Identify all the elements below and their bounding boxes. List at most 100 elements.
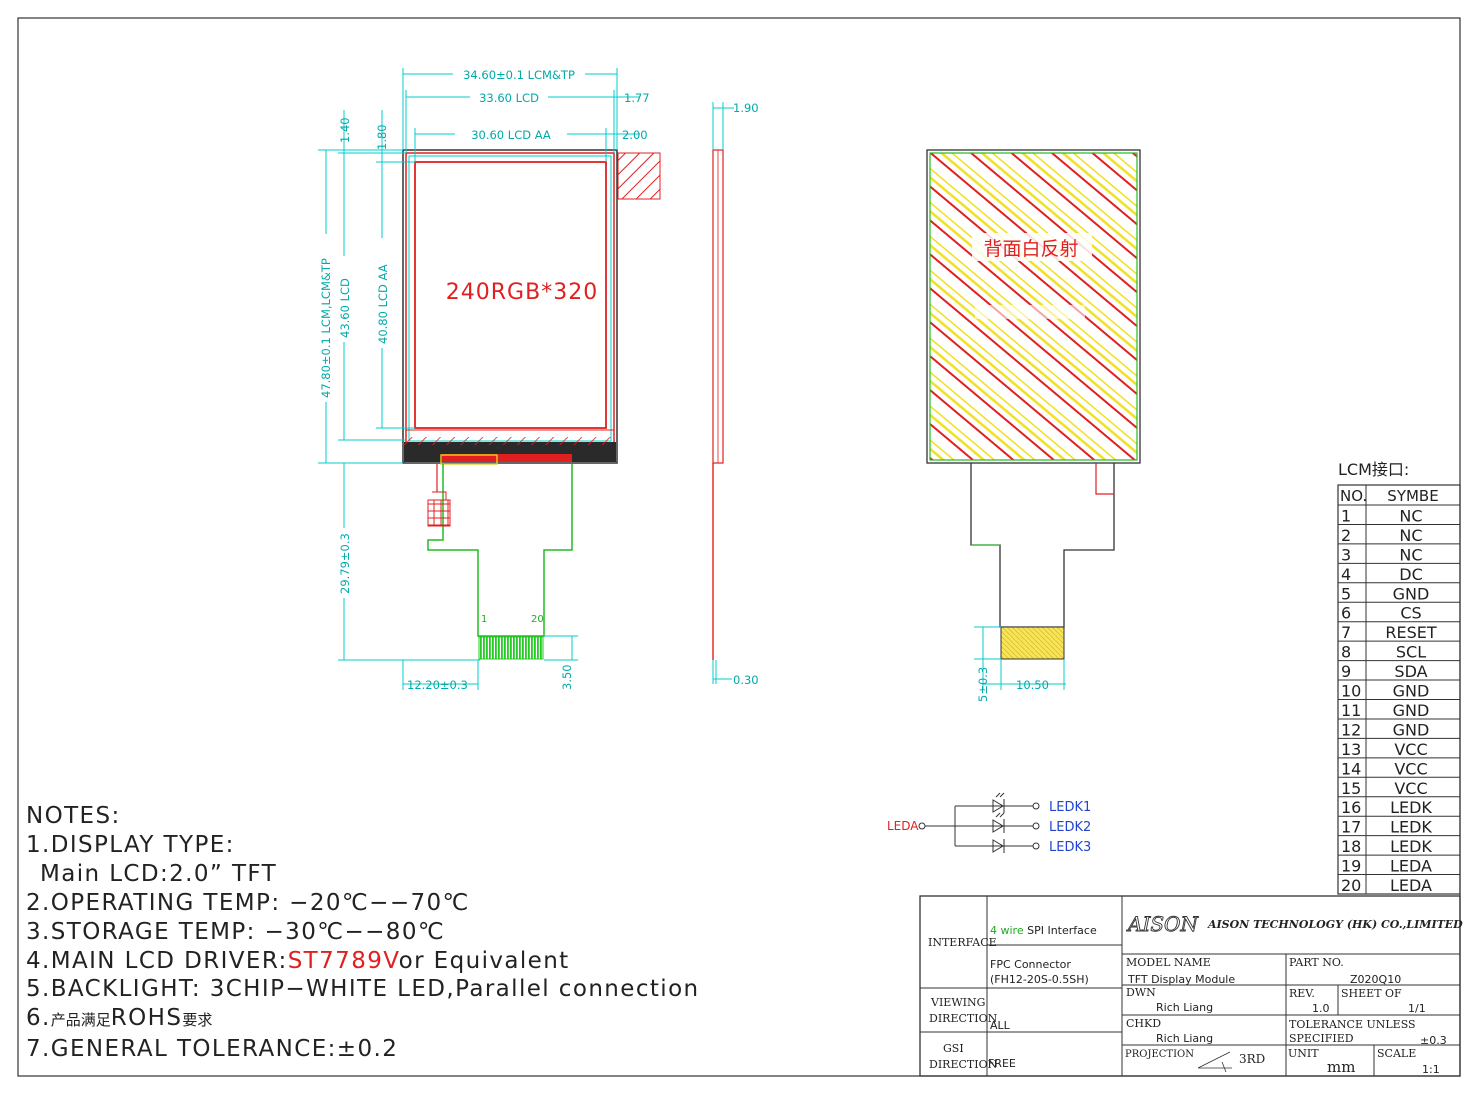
projection-value: 3RD — [1239, 1052, 1265, 1066]
scale-value: 1:1 — [1422, 1063, 1440, 1076]
pin-number: 15 — [1341, 779, 1361, 798]
pin-symbol: LEDK — [1390, 818, 1432, 837]
connector-line-2: (FH12-20S-0.5SH) — [990, 973, 1089, 986]
company-logo: AISON — [1126, 912, 1199, 936]
viewing-value: ALL — [990, 1019, 1011, 1032]
reflector-label: 背面白反射 — [983, 238, 1078, 260]
back-dim-gold: 5±0.3 — [976, 667, 990, 702]
pin-table-header-symbol: SYMBE — [1387, 487, 1438, 505]
pin-number: 10 — [1341, 682, 1361, 701]
pin-symbol: LEDA — [1390, 876, 1432, 895]
note-display-type: 1.DISPLAY TYPE: — [26, 831, 235, 858]
dim-width-lcm-tp: 34.60±0.1 LCM&TP — [463, 68, 575, 82]
gsi-value: FREE — [988, 1057, 1016, 1070]
unit-label: UNIT — [1288, 1047, 1319, 1060]
pin-number: 5 — [1341, 584, 1351, 603]
dim-height-lcm-tp: 47.80±0.1 LCM,LCM&TP — [319, 258, 333, 398]
pin-symbol: GND — [1393, 682, 1430, 701]
pin-symbol: VCC — [1394, 779, 1427, 798]
pin-symbol: GND — [1393, 720, 1430, 739]
rev-value: 1.0 — [1312, 1002, 1330, 1015]
bottom-strip-hatch — [404, 437, 616, 445]
pin-number: 14 — [1341, 759, 1361, 778]
top-fpc-tab — [617, 152, 661, 200]
pin-number: 4 — [1341, 565, 1351, 584]
pin-symbol: NC — [1399, 526, 1422, 545]
note-tolerance: 7.GENERAL TOLERANCE:±0.2 — [26, 1036, 399, 1063]
pin-number: 17 — [1341, 818, 1361, 837]
gsi-label-1: GSI — [943, 1042, 964, 1055]
pin-number: 2 — [1341, 526, 1351, 545]
ic-pads — [440, 454, 498, 465]
pin-number: 18 — [1341, 837, 1361, 856]
pin-last-label: 20 — [531, 614, 544, 625]
pin-table-title: LCM接口: — [1338, 460, 1409, 479]
pin-symbol: SCL — [1396, 643, 1426, 662]
dwn-label: DWN — [1126, 986, 1156, 999]
projection-label: PROJECTION — [1125, 1049, 1194, 1060]
dim-top-1: 1.40 — [338, 117, 352, 143]
note-storage-temp: 3.STORAGE TEMP: −30℃−−80℃ — [26, 918, 446, 945]
pin-number: 1 — [1341, 506, 1351, 525]
sheet-label: SHEET OF — [1341, 987, 1402, 1000]
chkd-label: CHKD — [1126, 1017, 1161, 1030]
chkd-value: Rich Liang — [1156, 1032, 1213, 1045]
interface-value: 4 wire SPI Interface — [990, 924, 1097, 937]
dim-width-aa: 30.60 LCD AA — [471, 128, 551, 142]
pin-symbol: SDA — [1394, 662, 1427, 681]
pin-number: 9 — [1341, 662, 1351, 681]
pin-first-label: 1 — [481, 614, 487, 625]
top-dimensions — [402, 68, 640, 162]
pin-symbol: VCC — [1394, 740, 1427, 759]
pin-number: 6 — [1341, 604, 1351, 623]
unit-value: mm — [1327, 1058, 1355, 1076]
notes-title: NOTES: — [26, 803, 121, 829]
viewing-label-1: VIEWING — [930, 996, 985, 1009]
led-anode-label: LEDA — [887, 819, 919, 833]
pin-symbol: LEDK — [1390, 837, 1432, 856]
notes-block: NOTES: 1.DISPLAY TYPE: Main LCD:2.0” TFT… — [26, 802, 700, 1064]
side-dim-top: 1.90 — [733, 101, 759, 115]
pin-number: 13 — [1341, 740, 1361, 759]
dim-height-lcd: 43.60 LCD — [338, 278, 352, 338]
note-backlight: 5.BACKLIGHT: 3CHIP−WHITE LED,Parallel co… — [26, 976, 700, 1003]
title-block — [919, 895, 1461, 1077]
pin-symbol: CS — [1400, 604, 1421, 623]
sheet-value: 1/1 — [1408, 1002, 1426, 1015]
pin-symbol: GND — [1393, 584, 1430, 603]
tolerance-label-1: TOLERANCE UNLESS — [1289, 1018, 1416, 1031]
scale-label: SCALE — [1377, 1047, 1416, 1060]
pin-table-header-no: NO. — [1340, 487, 1367, 505]
note-operating-temp: 2.OPERATING TEMP: −20℃−−70℃ — [26, 889, 470, 916]
pin-symbol: DC — [1399, 565, 1423, 584]
dim-right-offset-1: 1.77 — [624, 91, 650, 105]
resolution-label: 240RGB*320 — [446, 280, 598, 305]
tolerance-label-2: SPECIFIED — [1289, 1032, 1354, 1045]
pin-symbol: VCC — [1394, 759, 1427, 778]
dim-width-lcd: 33.60 LCD — [479, 91, 539, 105]
interface-label: INTERFACE — [928, 936, 997, 949]
driver-name: ST7789V — [287, 947, 399, 974]
pin-symbol: NC — [1399, 545, 1422, 564]
pin-number: 12 — [1341, 720, 1361, 739]
back-view: 背面白反射 5±0.3 10.50 — [926, 149, 1141, 702]
model-name-value: TFT Display Module — [1127, 973, 1235, 986]
dim-tail: 3.50 — [560, 664, 574, 690]
fpc-contacts — [478, 636, 544, 660]
title-block-text: INTERFACE 4 wire SPI Interface FPC Conne… — [928, 912, 1463, 1076]
active-area — [414, 161, 607, 429]
dim-right-offset-2: 2.00 — [622, 128, 648, 142]
led-cathode-1: LEDK1 — [1049, 800, 1091, 815]
model-name-label: MODEL NAME — [1126, 956, 1211, 969]
driver-ic — [442, 454, 572, 462]
side-view: 1.90 0.30 — [712, 101, 759, 687]
connector-line-1: FPC Connector — [990, 958, 1071, 971]
pin-number: 19 — [1341, 857, 1361, 876]
dim-fpc-offset: 12.20±0.3 — [407, 678, 468, 692]
pin-number: 7 — [1341, 623, 1351, 642]
pin-number: 16 — [1341, 798, 1361, 817]
pin-symbol: LEDA — [1390, 857, 1432, 876]
pin-number: 20 — [1341, 876, 1361, 895]
